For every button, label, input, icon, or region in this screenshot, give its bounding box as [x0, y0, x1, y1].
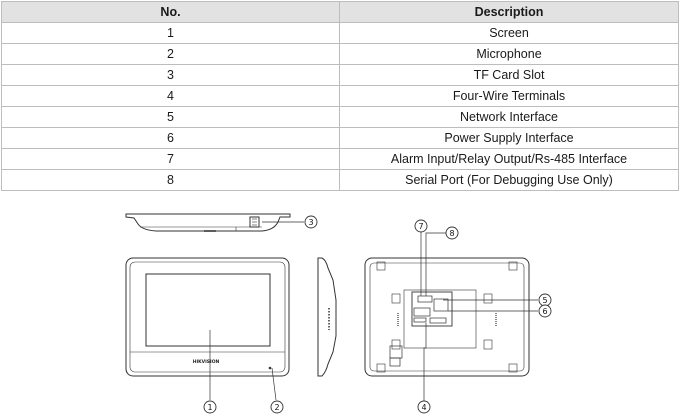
svg-text:5: 5 [542, 296, 547, 305]
device-side-view [317, 257, 337, 377]
row-description: Network Interface [339, 106, 679, 128]
svg-text:3: 3 [308, 218, 313, 227]
header-description: Description [339, 1, 679, 23]
callout-2: 2 [270, 400, 284, 414]
svg-text:6: 6 [542, 307, 547, 316]
callout-4: 4 [417, 400, 431, 414]
table-row: 5 Network Interface [1, 106, 679, 128]
device-top-view [125, 213, 291, 232]
svg-text:8: 8 [449, 229, 454, 238]
svg-text:1: 1 [207, 403, 212, 412]
row-description: Serial Port (For Debugging Use Only) [339, 169, 679, 191]
svg-text:7: 7 [418, 222, 423, 231]
device-rear-view [364, 257, 530, 377]
callout-7: 7 [414, 219, 428, 233]
table-header-row: No. Description [1, 1, 679, 23]
callout-6: 6 [538, 304, 552, 318]
callout-5: 5 [538, 293, 552, 307]
svg-text:2: 2 [274, 403, 279, 412]
table-row: 6 Power Supply Interface [1, 127, 679, 149]
callout-8: 8 [445, 226, 459, 240]
table-row: 8 Serial Port (For Debugging Use Only) [1, 169, 679, 191]
brand-logo: HIKVISION [193, 359, 220, 365]
table-row: 3 TF Card Slot [1, 64, 679, 86]
leader-lines [209, 221, 538, 401]
callout-3: 3 [304, 215, 318, 229]
device-front-view [125, 257, 290, 377]
microphone-hole [268, 366, 272, 370]
header-no: No. [1, 1, 340, 23]
description-table: No. Description 1 Screen 2 Microphone 3 … [1, 1, 679, 191]
callout-1: 1 [203, 400, 217, 414]
svg-text:4: 4 [421, 403, 426, 412]
row-description: Power Supply Interface [339, 127, 679, 149]
